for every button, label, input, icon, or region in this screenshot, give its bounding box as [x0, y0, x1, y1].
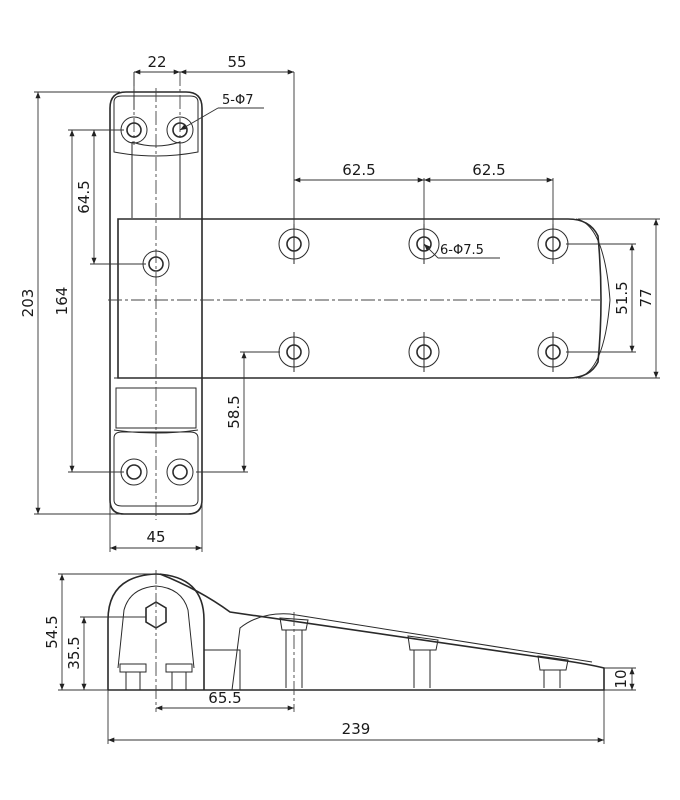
hole-center-marks	[293, 224, 554, 372]
dim-55: 55	[227, 53, 246, 71]
dim-77: 77	[637, 288, 655, 307]
hinge-lower-plate	[113, 431, 199, 507]
dim-45: 45	[146, 528, 165, 546]
dim-58-5: 58.5	[225, 395, 243, 428]
dim-164: 164	[53, 287, 71, 316]
dim-22: 22	[147, 53, 166, 71]
side-rib	[204, 649, 241, 690]
dim-35-5: 35.5	[65, 636, 83, 669]
dim-64-5: 64.5	[75, 180, 93, 213]
side-screw	[119, 663, 147, 690]
callout-6-holes: 6-Φ7.5	[440, 243, 484, 258]
callout-leader-6	[423, 243, 439, 259]
hinge-arm-tip-inner	[575, 218, 611, 379]
dim-65-5: 65.5	[208, 689, 241, 707]
dim-203: 203	[19, 289, 37, 318]
dim-62-5-b: 62.5	[472, 161, 505, 179]
dim-51-5: 51.5	[613, 281, 631, 314]
callout-5-holes: 5-Φ7	[222, 93, 253, 108]
side-screw	[537, 655, 569, 688]
dim-54-5: 54.5	[43, 615, 61, 648]
side-screw	[165, 663, 193, 690]
dim-239: 239	[342, 720, 371, 738]
side-arm-inner	[231, 613, 593, 691]
side-view: 54.5 35.5 65.5 239 10	[43, 570, 636, 744]
strip-hole	[166, 458, 194, 486]
side-arm-outline	[108, 573, 605, 691]
hinge-arm-outline	[117, 218, 602, 379]
side-screw	[279, 617, 309, 688]
strip-hole	[120, 458, 148, 486]
dim-10: 10	[612, 669, 630, 688]
dim-62-5-a: 62.5	[342, 161, 375, 179]
hinge-upper-plate	[113, 95, 199, 157]
side-knuckle-inner	[117, 585, 195, 669]
strip-hole	[166, 116, 194, 144]
top-view: 22 55 5-Φ7 62.5 62.5 6-Φ7.5 203 164	[19, 53, 660, 552]
side-screw	[407, 635, 439, 688]
callout-leader-5	[179, 107, 219, 131]
